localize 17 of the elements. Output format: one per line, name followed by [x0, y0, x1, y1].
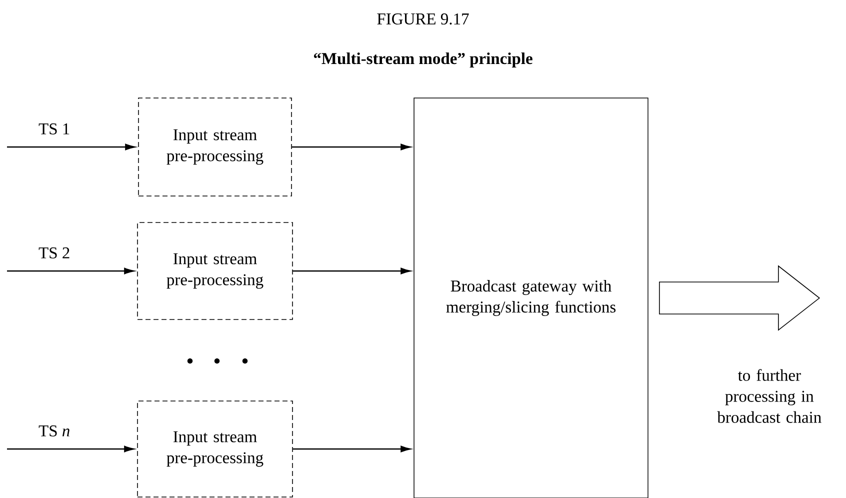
- edge-label: TS 2: [38, 247, 70, 258]
- gateway-box: Broadcast gateway with merging/slicing functions: [414, 98, 648, 498]
- arrow: [7, 446, 134, 452]
- process-box: Input stream pre-processing: [137, 400, 293, 498]
- arrow: [292, 446, 411, 452]
- arrow: [292, 144, 411, 150]
- figure-caption: “Multi-stream mode” principle: [314, 52, 532, 68]
- block-arrow: [659, 265, 820, 331]
- arrow: [7, 268, 134, 274]
- edge-label: to further processing in broadcast chain: [717, 369, 822, 423]
- process-box: Input stream pre-processing: [137, 222, 293, 320]
- arrow: [7, 144, 136, 150]
- edge-label: TS 1: [38, 123, 70, 134]
- process-box: Input stream pre-processing: [138, 98, 292, 196]
- edge-label: TS n: [38, 425, 70, 436]
- arrow: [292, 268, 411, 274]
- figure-title: FIGURE 9.17: [377, 13, 469, 25]
